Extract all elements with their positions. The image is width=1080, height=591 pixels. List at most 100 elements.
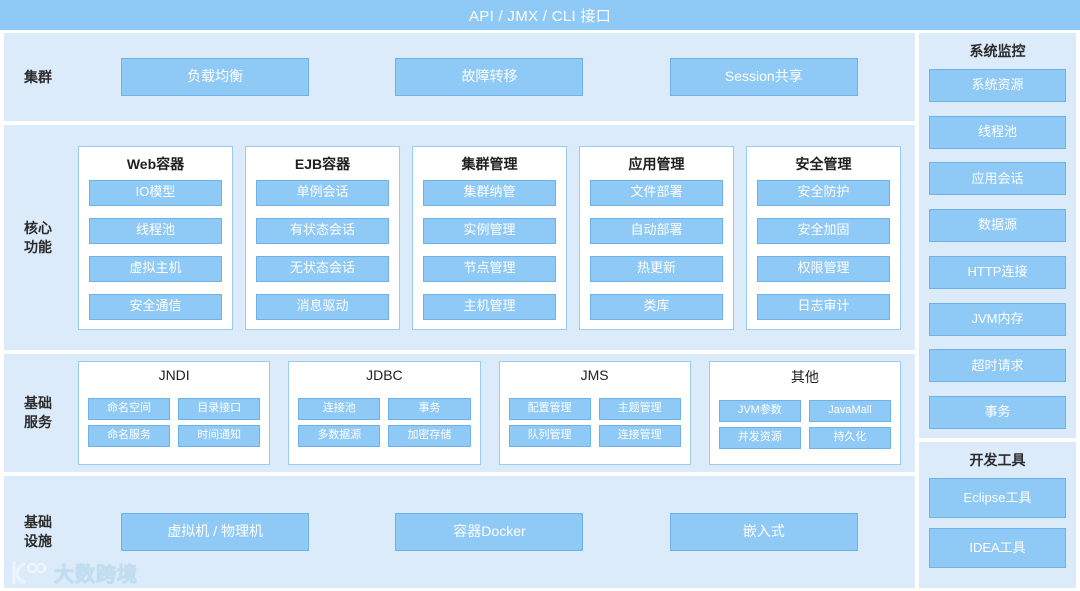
panel-dev-tools-items: Eclipse工具 IDEA工具: [929, 478, 1066, 579]
core-item-audit-log[interactable]: 日志审计: [757, 293, 890, 320]
cluster-item-failover[interactable]: 故障转移: [395, 58, 584, 96]
band-basic-services-label-line2: 服务: [24, 414, 52, 430]
core-item-message-driven[interactable]: 消息驱动: [256, 293, 389, 320]
panel-dev-tools-title: 开发工具: [969, 452, 1026, 468]
svc-item-topic-management[interactable]: 主题管理: [598, 397, 681, 420]
infra-item-docker[interactable]: 容器Docker: [395, 513, 584, 551]
card-jdbc[interactable]: JDBC 连接池 事务 多数据源 加密存储: [288, 361, 481, 465]
band-basic-services-label: 基础 服务: [4, 394, 64, 432]
monitor-item-app-session[interactable]: 应用会话: [929, 162, 1066, 196]
infra-item-embedded[interactable]: 嵌入式: [669, 513, 858, 551]
card-ejb-container[interactable]: EJB容器 单例会话 有状态会话 无状态会话 消息驱动: [245, 145, 400, 330]
svc-item-config-management[interactable]: 配置管理: [508, 397, 591, 420]
core-item-auto-deploy[interactable]: 自动部署: [590, 217, 723, 244]
panel-system-monitor: 系统监控 系统资源 线程池 应用会话 数据源 HTTP连接 JVM内存 超时请求…: [919, 33, 1076, 438]
card-jms[interactable]: JMS 配置管理 主题管理 队列管理 连接管理: [498, 361, 691, 465]
core-item-stateful-session[interactable]: 有状态会话: [256, 217, 389, 244]
card-cluster-management-title: 集群管理: [461, 155, 518, 172]
band-core-label: 核心 功能: [4, 219, 64, 257]
infrastructure-pill-row: 虚拟机 / 物理机 容器Docker 嵌入式: [64, 513, 915, 551]
core-item-cluster-onboarding[interactable]: 集群纳管: [423, 179, 556, 206]
card-security-management-items: 安全防护 安全加固 权限管理 日志审计: [757, 179, 890, 320]
svc-item-directory-interface[interactable]: 目录接口: [178, 397, 261, 420]
diagram-body: 集群 负载均衡 故障转移 Session共享 核心 功能: [0, 30, 1080, 591]
core-item-singleton-session[interactable]: 单例会话: [256, 179, 389, 206]
card-cluster-management-items: 集群纳管 实例管理 节点管理 主机管理: [423, 179, 556, 320]
svc-item-encrypted-storage[interactable]: 加密存储: [388, 424, 471, 447]
svc-item-javamall[interactable]: JavaMall: [808, 399, 891, 422]
infra-item-vm-physical[interactable]: 虚拟机 / 物理机: [121, 513, 310, 551]
core-item-node-management[interactable]: 节点管理: [423, 255, 556, 282]
svc-item-jvm-params[interactable]: JVM参数: [718, 399, 801, 422]
core-item-hot-update[interactable]: 热更新: [590, 255, 723, 282]
svc-item-queue-management[interactable]: 队列管理: [508, 424, 591, 447]
card-jdbc-items: 连接池 事务 多数据源 加密存储: [298, 388, 471, 456]
card-jms-title: JMS: [580, 367, 609, 383]
core-item-permission-management[interactable]: 权限管理: [757, 255, 890, 282]
card-application-management-title: 应用管理: [628, 155, 685, 172]
monitor-item-system-resource[interactable]: 系统资源: [929, 69, 1066, 102]
core-item-stateless-session[interactable]: 无状态会话: [256, 255, 389, 282]
band-cluster-label: 集群: [24, 68, 52, 85]
core-card-row: Web容器 IO模型 线程池 虚拟主机 安全通信 EJB容器 单例会: [64, 145, 915, 330]
svc-item-connection-management[interactable]: 连接管理: [598, 424, 681, 447]
svc-item-naming-service[interactable]: 命名服务: [88, 424, 171, 447]
core-item-secure-comm[interactable]: 安全通信: [89, 293, 222, 320]
panel-dev-tools: 开发工具 Eclipse工具 IDEA工具: [919, 442, 1076, 588]
svc-item-multi-datasource[interactable]: 多数据源: [298, 424, 381, 447]
card-ejb-container-items: 单例会话 有状态会话 无状态会话 消息驱动: [256, 179, 389, 320]
monitor-item-timeout-request[interactable]: 超时请求: [929, 349, 1066, 383]
band-core-functions: 核心 功能 Web容器 IO模型 线程池 虚拟主机 安全通信: [4, 125, 915, 350]
card-jndi[interactable]: JNDI 命名空间 目录接口 命名服务 时间通知: [78, 361, 271, 465]
core-item-thread-pool[interactable]: 线程池: [89, 217, 222, 244]
band-cluster-body: 负载均衡 故障转移 Session共享: [64, 33, 915, 121]
card-application-management[interactable]: 应用管理 文件部署 自动部署 热更新 类库: [579, 145, 734, 330]
core-item-security-hardening[interactable]: 安全加固: [757, 217, 890, 244]
band-infrastructure-label-line1: 基础: [24, 514, 52, 531]
card-ejb-container-title: EJB容器: [294, 155, 351, 172]
svc-item-connection-pool[interactable]: 连接池: [298, 397, 381, 420]
monitor-item-thread-pool[interactable]: 线程池: [929, 115, 1066, 149]
card-other[interactable]: 其他 JVM参数 JavaMall 并发资源 持久化: [708, 361, 901, 465]
svc-item-transaction[interactable]: 事务: [388, 397, 471, 420]
tools-item-idea[interactable]: IDEA工具: [929, 528, 1066, 568]
svc-item-persistence[interactable]: 持久化: [808, 426, 891, 449]
card-jdbc-title: JDBC: [366, 367, 403, 383]
svc-item-time-notify[interactable]: 时间通知: [178, 424, 261, 447]
core-item-instance-management[interactable]: 实例管理: [423, 217, 556, 244]
main-column: 集群 负载均衡 故障转移 Session共享 核心 功能: [4, 33, 915, 588]
card-other-title: 其他: [790, 369, 819, 385]
monitor-item-datasource[interactable]: 数据源: [929, 209, 1066, 243]
svc-item-concurrent-resource[interactable]: 并发资源: [718, 426, 801, 449]
card-web-container-items: IO模型 线程池 虚拟主机 安全通信: [89, 179, 222, 320]
card-security-management-title: 安全管理: [795, 155, 852, 172]
tools-item-eclipse[interactable]: Eclipse工具: [929, 478, 1066, 518]
cluster-item-load-balance[interactable]: 负载均衡: [121, 58, 310, 96]
cluster-item-session-share[interactable]: Session共享: [669, 58, 858, 96]
sidebar: 系统监控 系统资源 线程池 应用会话 数据源 HTTP连接 JVM内存 超时请求…: [919, 33, 1076, 588]
card-web-container[interactable]: Web容器 IO模型 线程池 虚拟主机 安全通信: [78, 145, 233, 330]
band-infrastructure: 基础 设施 虚拟机 / 物理机 容器Docker 嵌入式: [4, 476, 915, 588]
band-infrastructure-body: 虚拟机 / 物理机 容器Docker 嵌入式: [64, 476, 915, 588]
core-item-security-protection[interactable]: 安全防护: [757, 179, 890, 206]
card-application-management-items: 文件部署 自动部署 热更新 类库: [590, 179, 723, 320]
monitor-item-transaction[interactable]: 事务: [929, 395, 1066, 429]
card-cluster-management[interactable]: 集群管理 集群纳管 实例管理 节点管理 主机管理: [412, 145, 567, 330]
card-security-management[interactable]: 安全管理 安全防护 安全加固 权限管理 日志审计: [746, 145, 901, 330]
band-basic-services-body: JNDI 命名空间 目录接口 命名服务 时间通知 JDBC 连接池: [64, 354, 915, 472]
core-item-virtual-host[interactable]: 虚拟主机: [89, 255, 222, 282]
monitor-item-http-connection[interactable]: HTTP连接: [929, 255, 1066, 289]
card-jndi-title: JNDI: [158, 367, 190, 383]
card-web-container-title: Web容器: [126, 155, 185, 172]
header-title: API / JMX / CLI 接口: [468, 7, 612, 25]
core-item-class-library[interactable]: 类库: [590, 293, 723, 320]
core-item-host-management[interactable]: 主机管理: [423, 293, 556, 320]
core-item-file-deploy[interactable]: 文件部署: [590, 179, 723, 206]
band-basic-services: 基础 服务 JNDI 命名空间 目录接口 命名服务 时间通知: [4, 354, 915, 472]
core-item-io-model[interactable]: IO模型: [89, 179, 222, 206]
svc-item-naming-space[interactable]: 命名空间: [88, 397, 171, 420]
band-infrastructure-label: 基础 设施: [4, 513, 64, 551]
panel-system-monitor-items: 系统资源 线程池 应用会话 数据源 HTTP连接 JVM内存 超时请求 事务: [929, 69, 1066, 429]
monitor-item-jvm-memory[interactable]: JVM内存: [929, 302, 1066, 336]
